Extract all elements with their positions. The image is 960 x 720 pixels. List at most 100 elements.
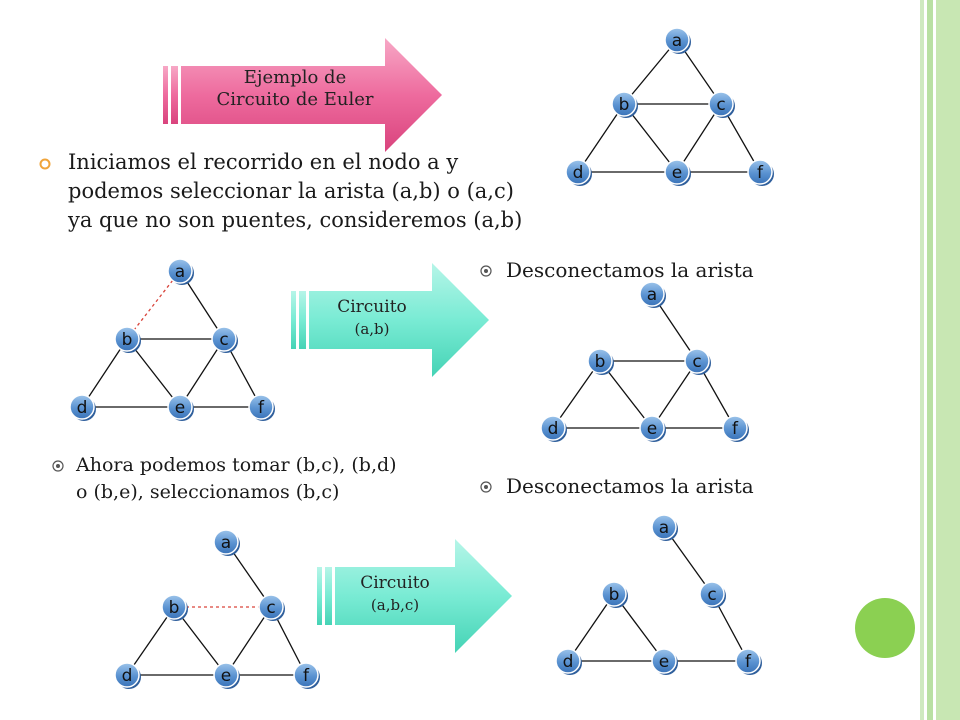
node-label-e: e [647,419,657,439]
edge-ab [623,39,678,105]
node-e: e [167,394,194,421]
node-label-a: a [659,518,669,538]
circuit-abc-line2: (a,b,c) [370,596,420,614]
removed-edge-ab [126,270,181,340]
node-d: d [565,159,592,186]
node-label-d: d [77,398,88,418]
node-b: b [114,326,141,353]
node-label-f: f [258,398,265,418]
sidebar-stripe-2 [927,0,933,720]
node-label-a: a [221,533,231,553]
circuit-abc-label: Circuito (a,b,c) [335,572,455,616]
node-label-f: f [745,652,752,672]
edge-bd [81,338,128,408]
node-a: a [639,281,666,308]
node-b: b [161,594,188,621]
node-label-b: b [609,585,620,605]
graph-mid-right: a b c d e f [540,281,749,442]
node-f: f [248,394,275,421]
node-label-a: a [175,262,185,282]
node-label-a: a [672,31,682,51]
node-e: e [651,648,678,675]
node-label-f: f [732,419,739,439]
node-label-c: c [716,95,725,115]
node-d: d [540,415,567,442]
node-label-e: e [221,666,231,686]
node-a: a [213,529,240,556]
node-label-c: c [692,352,701,372]
node-label-f: f [303,666,310,686]
circuit-ab-line1: Circuito [337,297,407,317]
graph-left: a b c d e f [69,258,275,421]
circuit-ab-line2: (a,b) [354,320,390,338]
main-bullet-icon [39,158,51,170]
edge-ce [676,103,722,173]
title-arrow-line1: Ejemplo de [243,67,347,88]
node-label-c: c [266,598,275,618]
sidebar-stripe-1 [920,0,924,720]
node-b: b [601,581,628,608]
node-c: c [258,594,285,621]
edge-ce [225,606,272,676]
node-label-e: e [175,398,185,418]
node-c: c [211,326,238,353]
circuit-ab-arrow [291,263,489,377]
node-label-e: e [672,163,682,183]
node-label-b: b [122,330,133,350]
node-a: a [664,27,691,54]
disconnect-1-bullet-icon [480,265,492,277]
node-b: b [587,348,614,375]
node-label-d: d [573,163,584,183]
node-label-b: b [169,598,180,618]
node-e: e [213,662,240,689]
node-d: d [114,662,141,689]
title-arrow [163,38,442,152]
main-bullet-text: Iniciamos el recorrido en el nodo a y po… [68,148,522,235]
now-bullet-line1: Ahora podemos tomar (b,c), (b,d) [76,454,397,476]
node-f: f [293,662,320,689]
decorative-green-circle [855,598,915,658]
node-c: c [684,348,711,375]
circuit-ab-label: Circuito (a,b) [312,296,432,340]
node-label-b: b [619,95,630,115]
disconnect-2-text: Desconectamos la arista [506,474,754,498]
node-label-b: b [595,352,606,372]
node-f: f [735,648,762,675]
title-arrow-label: Ejemplo de Circuito de Euler [190,67,400,111]
node-b: b [611,91,638,118]
disconnect-1-text: Desconectamos la arista [506,258,754,282]
now-bullet-text: Ahora podemos tomar (b,c), (b,d) o (b,e)… [76,452,397,506]
node-c: c [708,91,735,118]
sidebar-stripe-3 [936,0,960,720]
disconnect-2-bullet-icon [480,481,492,493]
main-bullet-line3: ya que no son puentes, consideremos (a,b… [68,208,523,232]
circuit-abc-arrow [317,539,512,653]
node-e: e [664,159,691,186]
node-label-d: d [122,666,133,686]
node-label-a: a [647,285,657,305]
node-label-d: d [548,419,559,439]
node-label-e: e [659,652,669,672]
edge-bd [552,360,601,429]
now-bullet-line2: o (b,e), seleccionamos (b,c) [76,481,340,503]
edge-bd [126,606,175,676]
node-label-f: f [757,163,764,183]
node-label-c: c [219,330,228,350]
graph-top: a b c d e f [565,27,774,186]
node-e: e [639,415,666,442]
edge-bd [577,103,625,173]
node-c: c [699,581,726,608]
node-a: a [651,514,678,541]
title-arrow-line2: Circuito de Euler [216,89,374,110]
node-label-c: c [707,585,716,605]
main-bullet-line1: Iniciamos el recorrido en el nodo a y [68,150,459,174]
now-bullet-icon [52,460,64,472]
node-d: d [555,648,582,675]
node-a: a [167,258,194,285]
node-f: f [747,159,774,186]
node-f: f [722,415,749,442]
node-d: d [69,394,96,421]
edge-bd [567,593,615,662]
